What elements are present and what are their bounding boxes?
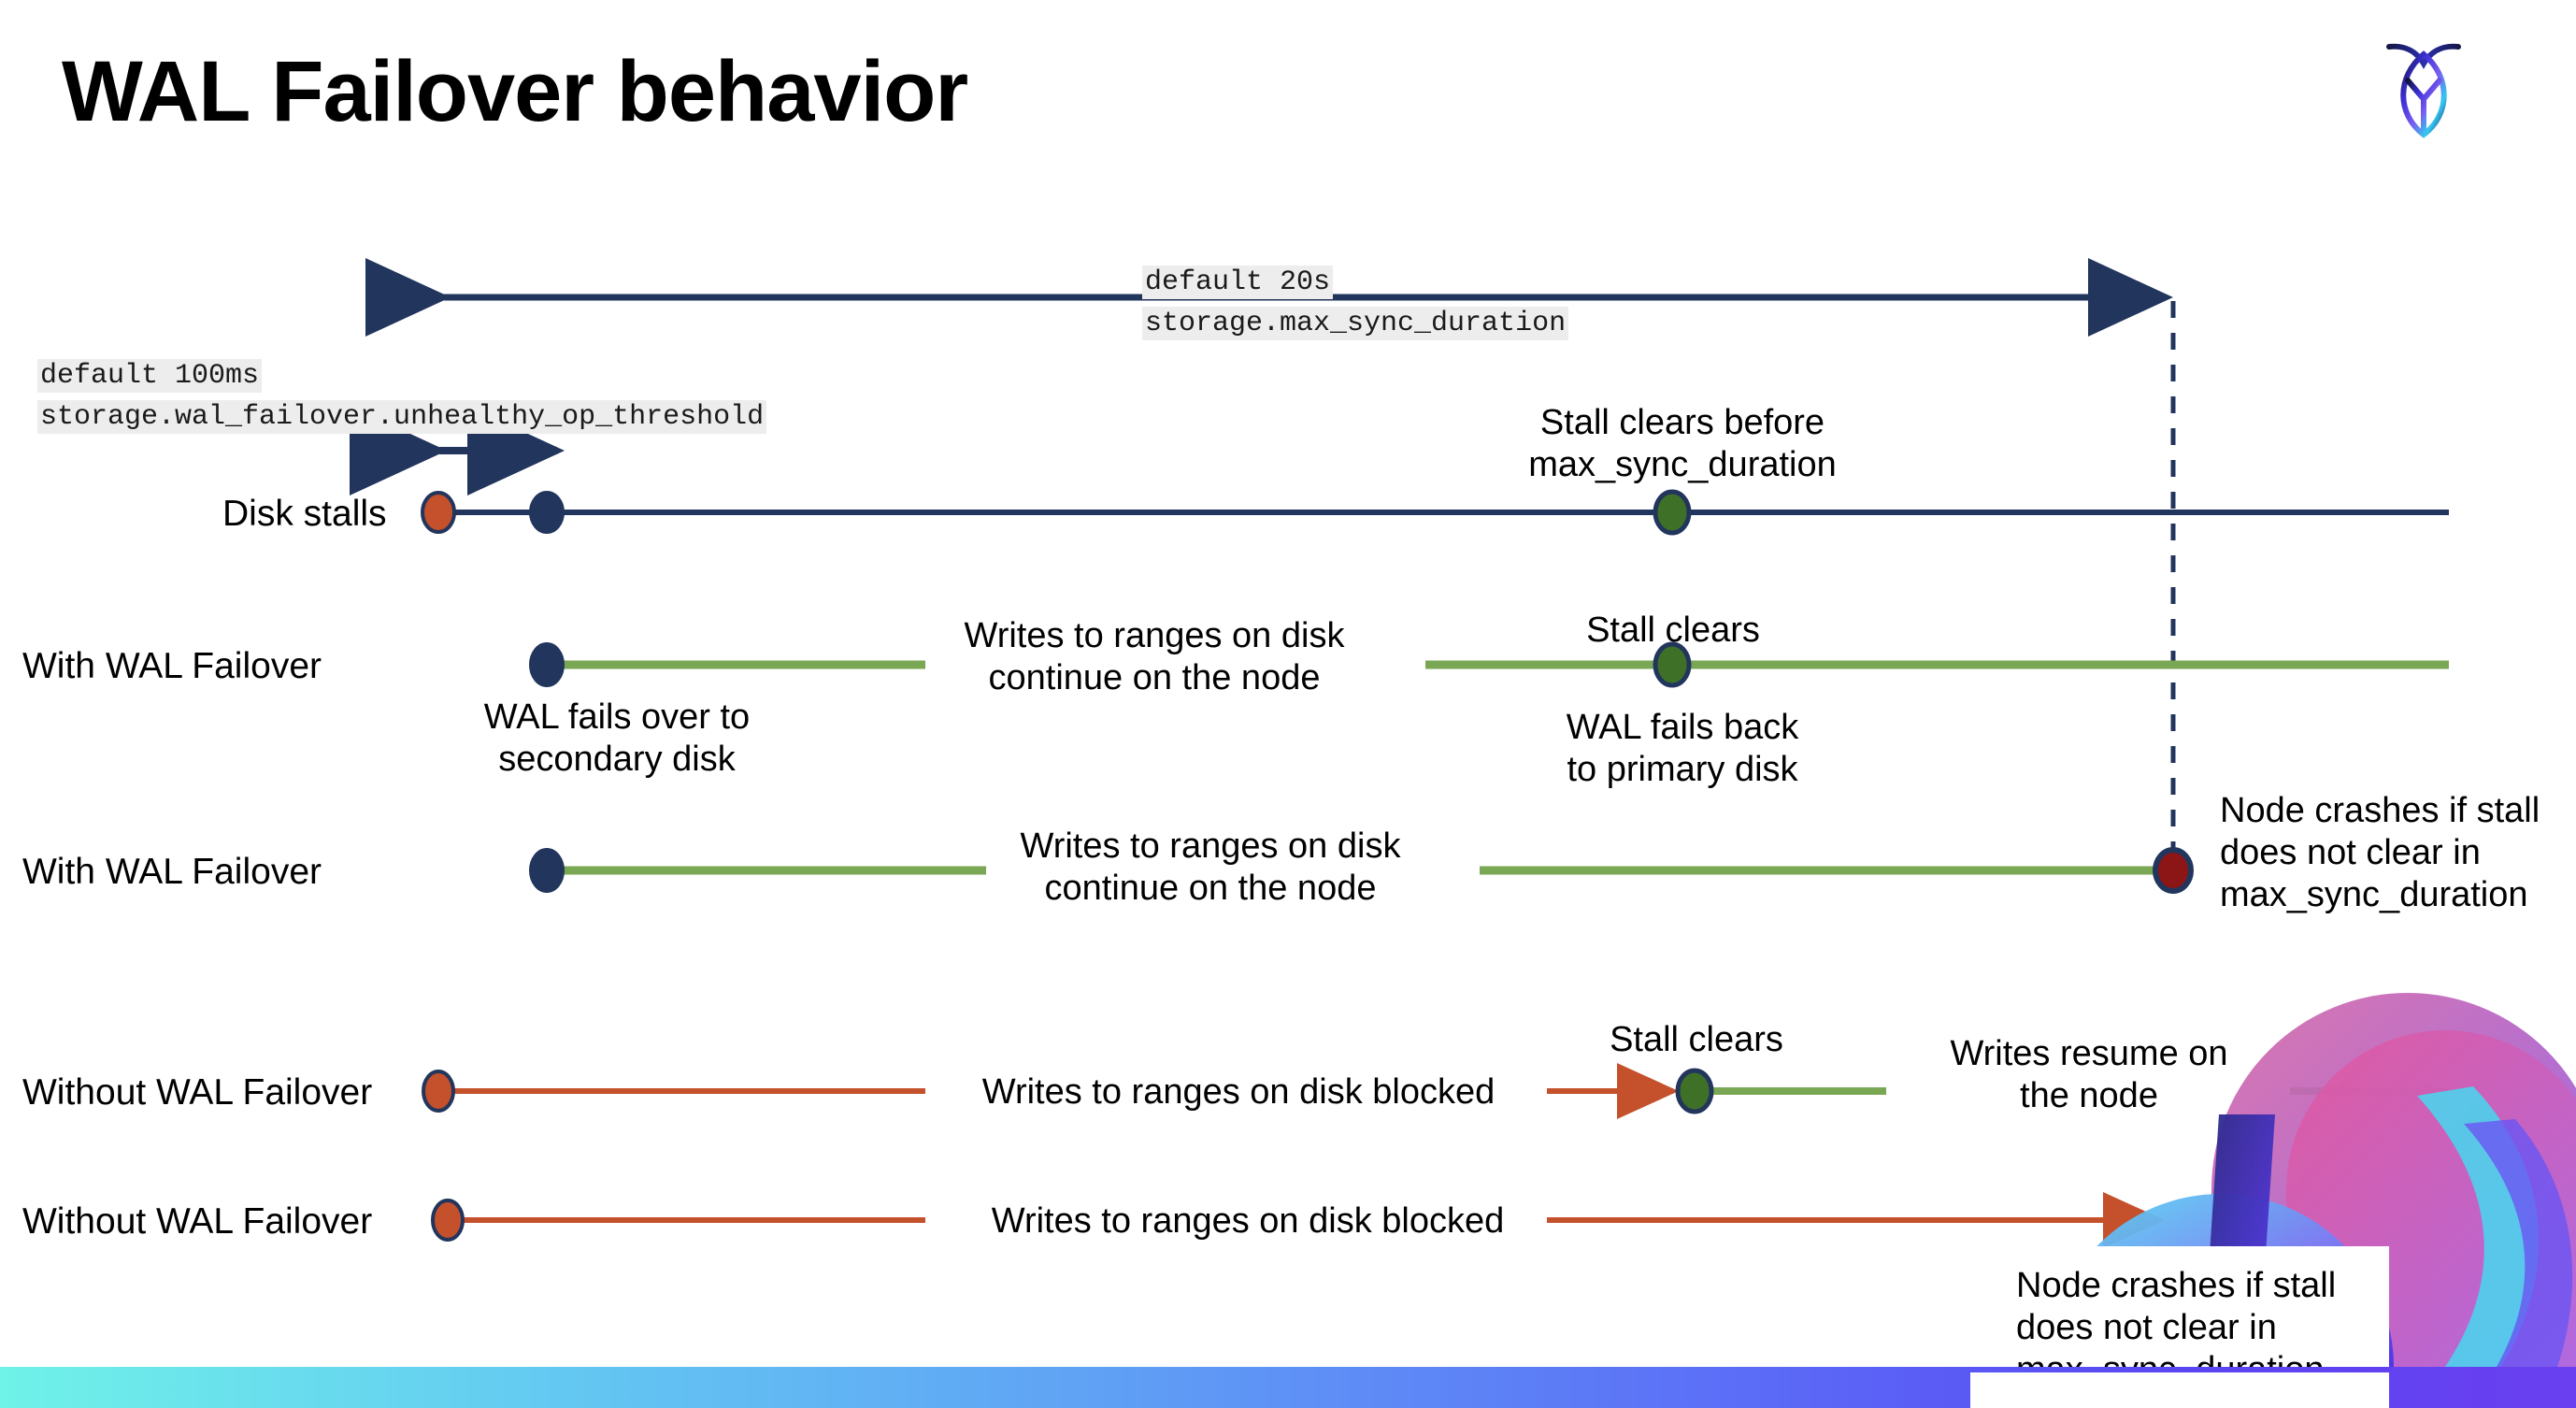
annotation-line: max_sync_duration — [2220, 874, 2528, 914]
row-label-with-wal-failover-2: With WAL Failover — [22, 852, 322, 892]
annotation-line: Writes to ranges on disk — [964, 616, 1345, 655]
stall-start-marker — [421, 491, 456, 534]
annotation-writes-blocked-2: Writes to ranges on disk blocked — [944, 1200, 1552, 1243]
row-with-failover-crash-track — [529, 847, 2194, 894]
annotation-writes-blocked-1: Writes to ranges on disk blocked — [935, 1071, 1542, 1113]
annotation-writes-continue-1: Writes to ranges on disk continue on the… — [935, 615, 1374, 699]
annotation-line: Node crashes if stall — [2220, 791, 2540, 830]
row-with-failover-clears-track — [529, 641, 2449, 688]
annotation-line: does not clear in — [2220, 832, 2481, 872]
row-label-without-wal-failover-2: Without WAL Failover — [22, 1201, 373, 1242]
stall-start-marker — [422, 1070, 455, 1113]
annotation-line: WAL fails back — [1566, 708, 1799, 747]
annotation-stall-clears-before: Stall clears before max_sync_duration — [1496, 402, 1869, 486]
row-label-without-wal-failover-1: Without WAL Failover — [22, 1072, 373, 1113]
annotation-stall-clears-1: Stall clears — [1486, 610, 1860, 652]
annotation-line: continue on the node — [988, 657, 1321, 697]
unhealthy-default-text: default 100ms — [37, 359, 263, 393]
unhealthy-setting-text: storage.wal_failover.unhealthy_op_thresh… — [37, 399, 767, 434]
annotation-writes-resume: Writes resume on the node — [1907, 1033, 2271, 1117]
annotation-line: max_sync_duration — [1528, 444, 1837, 484]
unhealthy-op-threshold-setting: default 100ms storage.wal_failover.unhea… — [37, 356, 767, 438]
stall-clear-marker — [1675, 1068, 1714, 1114]
failover-marker — [529, 491, 565, 534]
annotation-line: WAL fails over to — [483, 697, 751, 737]
node-crash-callout-panel — [1970, 1246, 2389, 1372]
callout-band-mask — [1970, 1372, 2389, 1408]
page-title: WAL Failover behavior — [62, 44, 968, 139]
row-label-with-wal-failover-1: With WAL Failover — [22, 646, 322, 686]
annotation-node-crashes-1: Node crashes if stall does not clear in … — [2220, 790, 2575, 915]
annotation-line: Writes to ranges on disk blocked — [981, 1072, 1496, 1112]
max-sync-setting-text: storage.max_sync_duration — [1142, 306, 1569, 340]
annotation-line: Stall clears — [1586, 611, 1760, 650]
wal-failover-marker — [529, 642, 565, 687]
annotation-line: to primary disk — [1567, 749, 1798, 789]
annotation-line: Stall clears before — [1539, 403, 1825, 442]
annotation-line: Writes to ranges on disk — [1020, 826, 1401, 866]
annotation-line: Writes to ranges on disk blocked — [991, 1201, 1505, 1241]
stall-clear-marker — [1653, 489, 1692, 536]
annotation-line: Stall clears — [1610, 1020, 1783, 1059]
cockroachdb-logo-icon — [2382, 28, 2466, 140]
annotation-stall-clears-2: Stall clears — [1514, 1019, 1879, 1061]
stall-clear-marker — [1653, 641, 1692, 688]
annotation-line: secondary disk — [498, 739, 736, 779]
wal-failover-marker — [529, 848, 565, 893]
annotation-wal-fails-over: WAL fails over to secondary disk — [421, 697, 813, 781]
annotation-line: does not clear in — [2016, 1307, 2277, 1347]
annotation-wal-fails-back: WAL fails back to primary disk — [1496, 707, 1869, 791]
max-sync-duration-setting: default 20s storage.max_sync_duration — [1142, 263, 1569, 344]
node-crash-marker — [2153, 847, 2194, 894]
stall-start-marker — [431, 1199, 465, 1242]
annotation-line: Node crashes if stall — [2016, 1266, 2337, 1305]
row-label-disk-stalls: Disk stalls — [222, 494, 387, 534]
annotation-line: continue on the node — [1044, 868, 1377, 908]
max-sync-default-text: default 20s — [1142, 266, 1334, 299]
row-disk-stalls-track — [421, 489, 2449, 536]
annotation-writes-continue-2: Writes to ranges on disk continue on the… — [991, 826, 1430, 910]
annotation-line: Writes resume on — [1950, 1034, 2228, 1073]
annotation-line: the node — [2020, 1075, 2158, 1115]
